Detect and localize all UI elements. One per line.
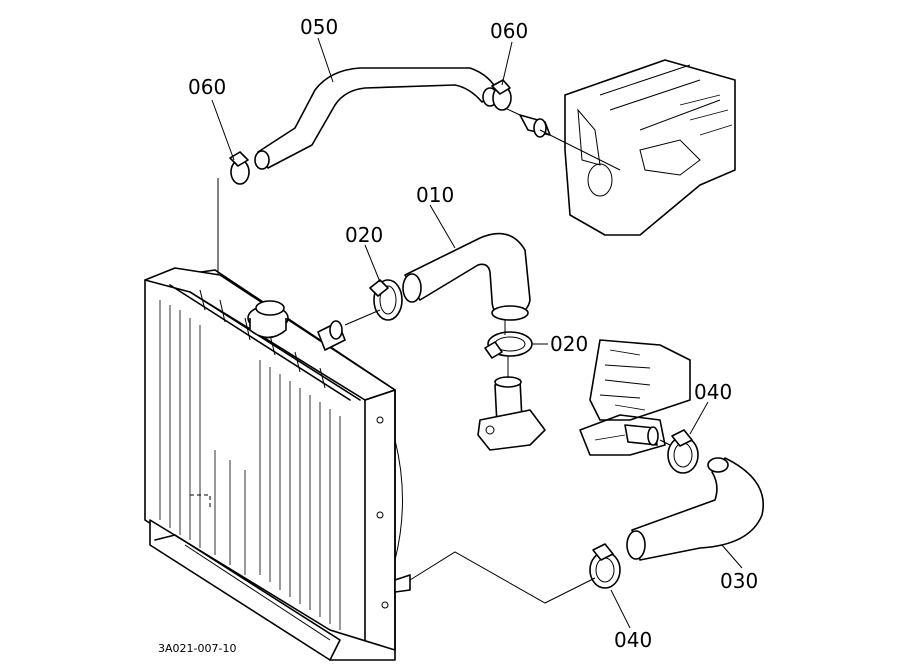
part-label-060-right: 060 bbox=[490, 19, 528, 43]
part-label-010: 010 bbox=[416, 183, 454, 207]
part-label-060-left: 060 bbox=[188, 75, 226, 99]
part-label-020-upper: 020 bbox=[345, 223, 383, 247]
part-label-020-lower: 020 bbox=[550, 332, 588, 356]
clamp-020-lower bbox=[484, 331, 533, 359]
engine-hose-fitting bbox=[504, 107, 551, 138]
part-label-050: 050 bbox=[300, 15, 338, 39]
clamp-060-left bbox=[229, 151, 250, 185]
part-label-040-lower: 040 bbox=[614, 628, 652, 652]
water-pump-housing bbox=[579, 339, 691, 456]
clamp-020-upper bbox=[369, 279, 403, 321]
hose-010 bbox=[402, 232, 531, 321]
clamp-060-right bbox=[491, 79, 512, 111]
part-label-030: 030 bbox=[720, 569, 758, 593]
thermostat-housing bbox=[477, 376, 546, 451]
clamp-040-upper bbox=[667, 429, 699, 474]
part-label-040-upper: 040 bbox=[694, 380, 732, 404]
drawing-code: 3A021-007-10 bbox=[158, 642, 236, 655]
engine-block bbox=[564, 59, 736, 236]
hose-030 bbox=[626, 457, 764, 561]
radiator bbox=[144, 267, 411, 661]
assembly-lines bbox=[217, 129, 671, 604]
hose-050 bbox=[254, 67, 499, 170]
leader-lines bbox=[211, 37, 743, 629]
clamp-040-lower bbox=[589, 543, 621, 589]
